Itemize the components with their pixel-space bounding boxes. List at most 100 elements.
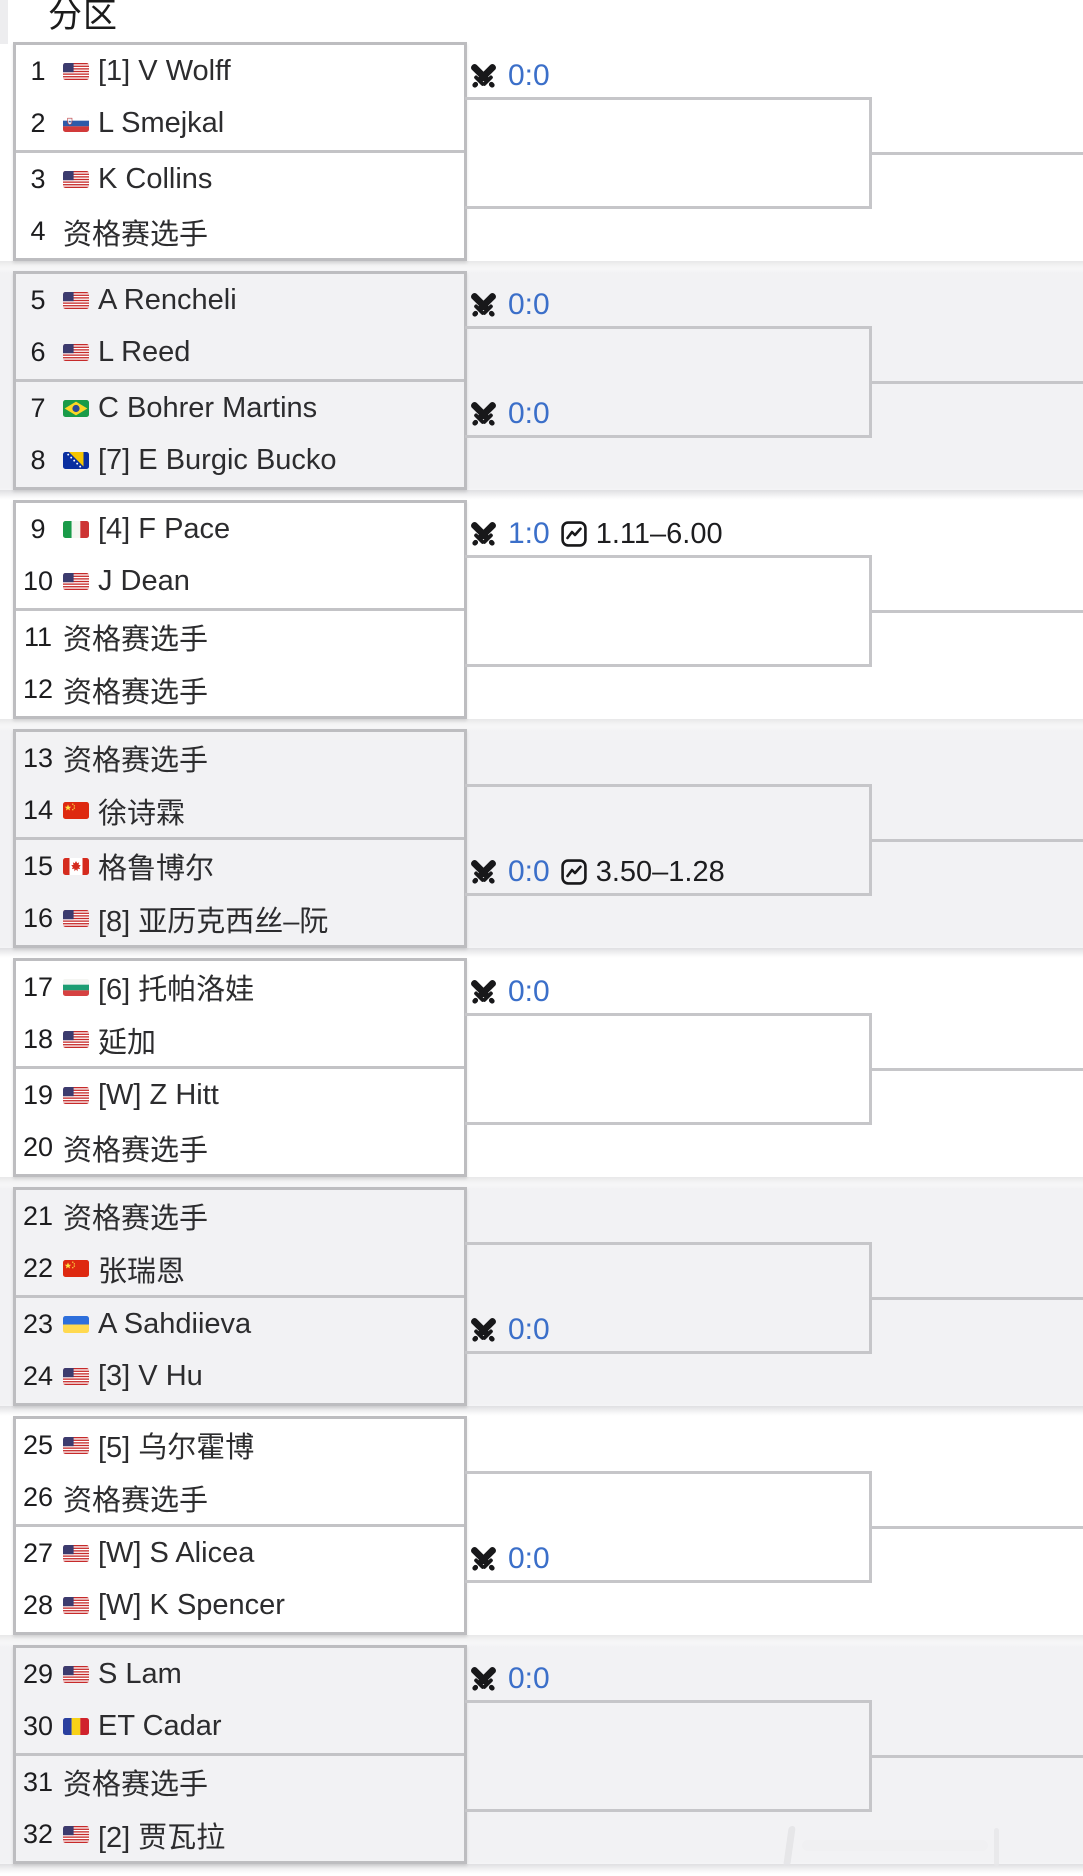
match-score[interactable]: 0:0 3.50–1.28 <box>467 854 725 890</box>
bracket-line-top <box>465 1013 872 1016</box>
crossed-swords-icon <box>467 1314 500 1347</box>
player-row[interactable]: 9[4] F Pace <box>16 503 464 556</box>
us-flag-icon <box>63 1826 89 1844</box>
player-number: 10 <box>22 566 54 597</box>
player-name: L Reed <box>98 336 191 369</box>
br-flag-icon <box>63 399 89 417</box>
player-row[interactable]: 6 L Reed <box>16 327 464 380</box>
player-row[interactable]: 27 [W] S Alicea <box>16 1527 464 1580</box>
cn-flag-icon <box>63 1260 89 1278</box>
crossed-swords-icon <box>467 289 500 322</box>
score-text: 0:0 <box>508 1313 550 1346</box>
odds-trend-icon <box>561 521 587 547</box>
match-score[interactable]: 0:0 <box>467 974 550 1010</box>
bracket-line-top <box>465 326 872 329</box>
player-row[interactable]: 17[6] 托帕洛娃 <box>16 961 464 1014</box>
player-number: 14 <box>22 795 54 826</box>
player-number: 22 <box>22 1253 54 1284</box>
us-flag-icon <box>63 1086 89 1104</box>
player-row[interactable]: 18 延加 <box>16 1014 464 1067</box>
crossed-swords-icon <box>467 1543 500 1576</box>
match-score[interactable]: 0:0 <box>467 58 550 94</box>
player-row[interactable]: 24 [3] V Hu <box>16 1351 464 1404</box>
ca-flag-icon <box>63 857 89 875</box>
us-flag-icon <box>63 1544 89 1562</box>
player-row[interactable]: 3 K Collins <box>16 153 464 206</box>
us-flag-icon <box>63 573 89 591</box>
score-text: 0:0 <box>508 1662 550 1695</box>
si-flag-icon <box>63 115 89 133</box>
player-name: [8] 亚历克西丝–阮 <box>98 905 329 938</box>
top-left-strip <box>0 0 8 44</box>
player-name: 资格赛选手 <box>63 1484 209 1517</box>
score-text: 0:0 <box>508 397 550 430</box>
player-row[interactable]: 1 [1] V Wolff <box>16 45 464 98</box>
bracket-line-bottom <box>465 206 872 209</box>
crossed-swords-icon <box>467 398 500 431</box>
player-name: 延加 <box>98 1026 157 1059</box>
player-row[interactable]: 10 J Dean <box>16 556 464 609</box>
match-score[interactable]: 0:0 <box>467 1541 550 1577</box>
player-name: S Lam <box>98 1657 182 1690</box>
player-name: [4] F Pace <box>98 512 231 545</box>
player-name: 资格赛选手 <box>63 745 209 778</box>
player-number: 25 <box>22 1429 54 1460</box>
match-score[interactable]: 0:0 <box>467 287 550 323</box>
us-flag-icon <box>63 910 89 928</box>
player-row[interactable]: 25 [5] 乌尔霍博 <box>16 1419 464 1472</box>
player-row[interactable]: 19 [W] Z Hitt <box>16 1069 464 1122</box>
match-score[interactable]: 0:0 <box>467 1661 550 1697</box>
match-score[interactable]: 0:0 <box>467 396 550 432</box>
player-row[interactable]: 14 徐诗霖 <box>16 785 464 838</box>
player-number: 17 <box>22 971 54 1002</box>
player-row[interactable]: 32 [2] 贾瓦拉 <box>16 1809 464 1862</box>
bracket-line-winner <box>869 381 1083 384</box>
watermark <box>780 1824 1012 1870</box>
match-score[interactable]: 0:0 <box>467 1312 550 1348</box>
us-flag-icon <box>63 344 89 362</box>
player-row[interactable]: 2 L Smejkal <box>16 98 464 151</box>
player-row[interactable]: 15 格鲁博尔 <box>16 840 464 893</box>
player-row[interactable]: 29 S Lam <box>16 1648 464 1701</box>
player-number: 4 <box>30 216 46 247</box>
player-number: 5 <box>30 284 46 315</box>
player-row[interactable]: 16 [8] 亚历克西丝–阮 <box>16 893 464 946</box>
crossed-swords-icon <box>467 60 500 93</box>
match-score[interactable]: 1:0 1.11–6.00 <box>467 516 723 552</box>
us-flag-icon <box>63 170 89 188</box>
us-flag-icon <box>63 1665 89 1683</box>
bracket-line-winner <box>869 1068 1083 1071</box>
player-number: 18 <box>22 1024 54 1055</box>
score-text: 1:0 <box>508 517 550 550</box>
bracket-line-winner <box>869 1755 1083 1758</box>
player-row[interactable]: 22 张瑞恩 <box>16 1243 464 1296</box>
player-row[interactable]: 8 [7] E Burgic Bucko <box>16 435 464 488</box>
player-name: 资格赛选手 <box>63 1203 209 1236</box>
player-row[interactable]: 28 [W] K Spencer <box>16 1580 464 1633</box>
player-row[interactable]: 5 A Rencheli <box>16 274 464 327</box>
player-name: K Collins <box>98 162 213 195</box>
player-name: 张瑞恩 <box>98 1255 186 1288</box>
